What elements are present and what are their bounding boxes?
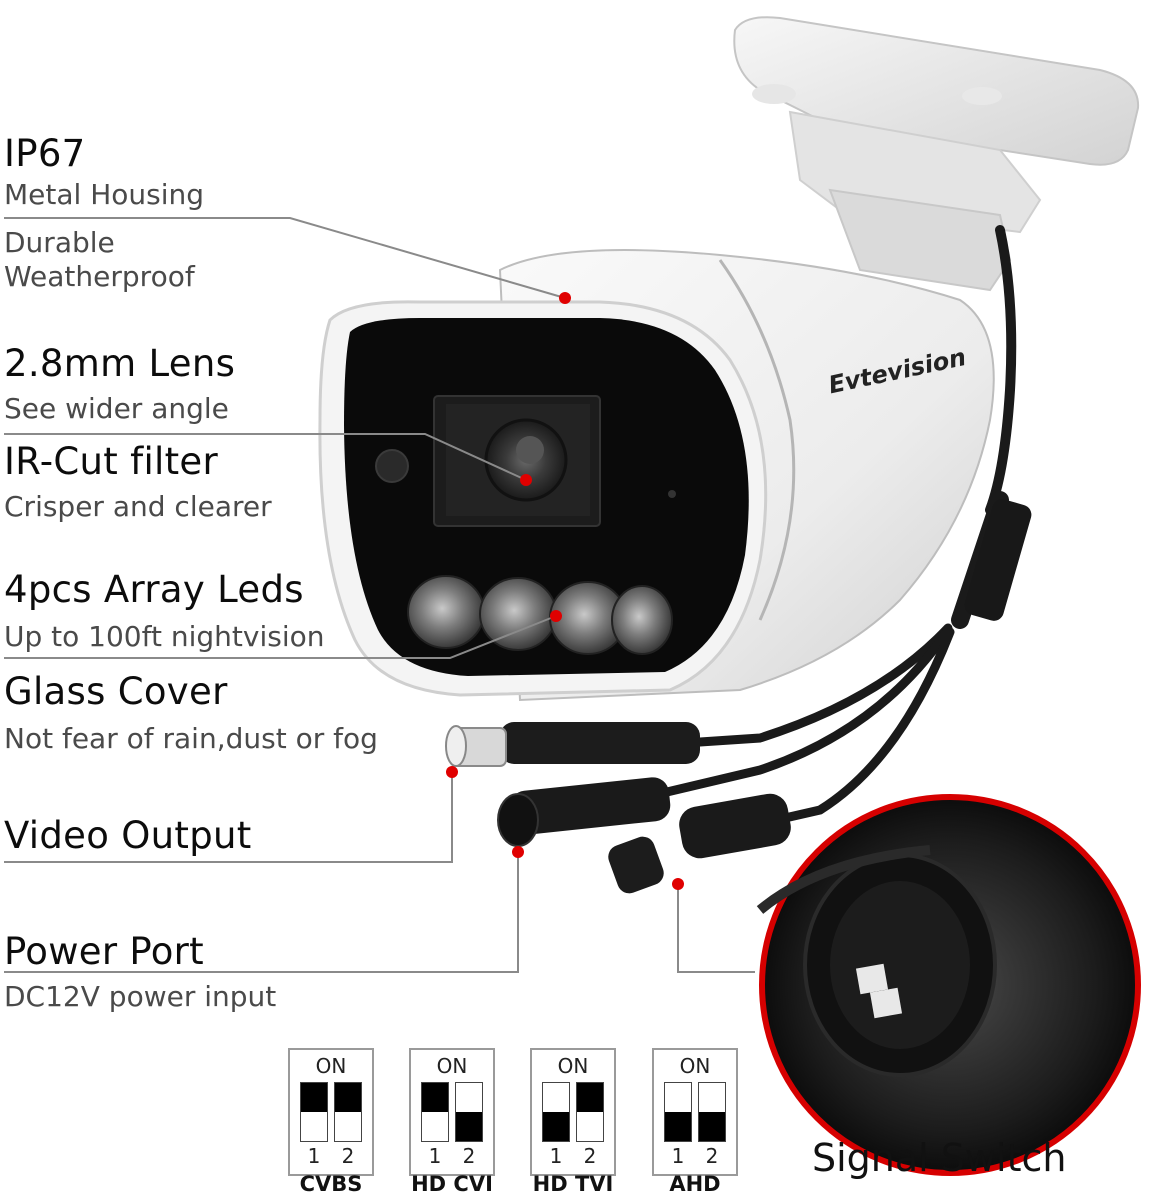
dip-slot-2 bbox=[455, 1082, 483, 1142]
dip-knob bbox=[301, 1083, 327, 1112]
feature-title-lens: 2.8mm Lens bbox=[4, 342, 236, 385]
dip-on-label: ON bbox=[315, 1054, 347, 1078]
dip-slot-1 bbox=[664, 1082, 692, 1142]
signal-switch-label: Signal Switch bbox=[812, 1136, 1067, 1180]
dip-on-label: ON bbox=[679, 1054, 711, 1078]
switch-connector bbox=[608, 793, 791, 894]
feature-line-dc12v: DC12V power input bbox=[4, 980, 277, 1013]
dip-slot-2 bbox=[698, 1082, 726, 1142]
dip-number: 2 bbox=[462, 1144, 476, 1168]
signal-mode-label: AHD bbox=[669, 1172, 721, 1196]
feature-markers bbox=[446, 292, 684, 890]
feature-line-crisper: Crisper and clearer bbox=[4, 490, 272, 523]
dip-knob bbox=[335, 1083, 361, 1112]
dip-number: 2 bbox=[705, 1144, 719, 1168]
feature-line-nightvision: Up to 100ft nightvision bbox=[4, 620, 325, 653]
dip-on-label: ON bbox=[557, 1054, 589, 1078]
dip-number: 1 bbox=[671, 1144, 685, 1168]
dip-knob bbox=[456, 1112, 482, 1141]
dip-number: 2 bbox=[341, 1144, 355, 1168]
dip-number: 1 bbox=[307, 1144, 321, 1168]
dip-knob bbox=[577, 1083, 603, 1112]
signal-mode-label: HD CVI bbox=[411, 1172, 493, 1196]
bnc-connector bbox=[445, 722, 700, 767]
ceiling-mount bbox=[733, 16, 1140, 292]
dip-slot-2 bbox=[334, 1082, 362, 1142]
leader-lines bbox=[4, 217, 755, 973]
signal-mode-label: CVBS bbox=[299, 1172, 363, 1196]
dip-slot-1 bbox=[421, 1082, 449, 1142]
dip-number: 2 bbox=[583, 1144, 597, 1168]
feature-title-power-port: Power Port bbox=[4, 930, 204, 973]
feature-title-ir-cut: IR-Cut filter bbox=[4, 440, 218, 483]
dip-knob bbox=[422, 1083, 448, 1112]
feature-line-wider-angle: See wider angle bbox=[4, 392, 229, 425]
feature-title-video-output: Video Output bbox=[4, 814, 252, 857]
feature-line-metal-housing: Metal Housing bbox=[4, 178, 205, 211]
feature-title-ip67: IP67 bbox=[4, 132, 86, 175]
dip-on-label: ON bbox=[436, 1054, 468, 1078]
feature-line-durable: Durable bbox=[4, 226, 115, 259]
dip-slot-1 bbox=[542, 1082, 570, 1142]
dip-knob bbox=[665, 1112, 691, 1141]
dc-power-connector bbox=[497, 777, 671, 847]
feature-line-weatherproof: Weatherproof bbox=[4, 260, 195, 293]
dip-slot-1 bbox=[300, 1082, 328, 1142]
signal-switch-zoom bbox=[756, 794, 1141, 1176]
feature-title-leds: 4pcs Array Leds bbox=[4, 568, 304, 611]
feature-title-glass-cover: Glass Cover bbox=[4, 670, 228, 713]
feature-line-rain-dust-fog: Not fear of rain,dust or fog bbox=[4, 722, 378, 755]
signal-mode-label: HD TVI bbox=[532, 1172, 614, 1196]
dip-knob bbox=[699, 1112, 725, 1141]
camera-body bbox=[318, 249, 995, 702]
dip-number: 1 bbox=[549, 1144, 563, 1168]
dip-slot-2 bbox=[576, 1082, 604, 1142]
dip-knob bbox=[543, 1112, 569, 1141]
dip-number: 1 bbox=[428, 1144, 442, 1168]
